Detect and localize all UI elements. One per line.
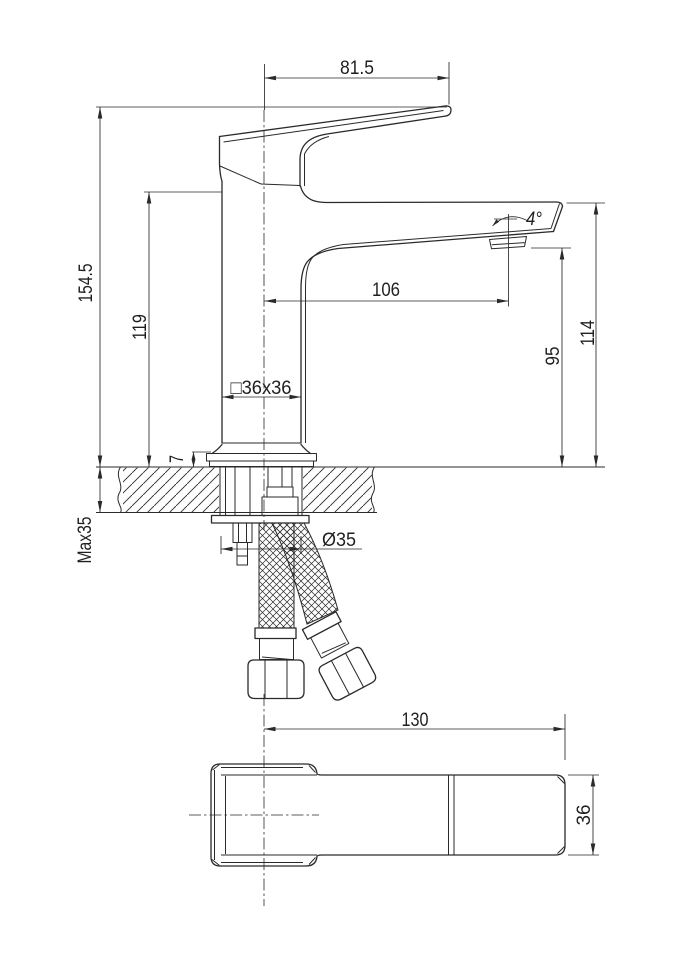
aerator bbox=[489, 236, 527, 250]
side-view-faucet bbox=[206, 105, 564, 467]
corner-chamfers bbox=[211, 764, 565, 866]
dim-spout-reach-label: 106 bbox=[372, 280, 400, 301]
dim-max-deck-thickness-label: Max35 bbox=[75, 517, 96, 564]
hose-hex-nut bbox=[247, 659, 305, 700]
lever-handle bbox=[218, 105, 452, 444]
dim-total-height-label: 154.5 bbox=[76, 264, 97, 303]
dim-body-width-label: 36 bbox=[574, 805, 595, 826]
mounting-deck bbox=[96, 466, 605, 566]
dim-body-section-label: □36x36 bbox=[231, 378, 292, 399]
dim-handle-projection-label: 81.5 bbox=[340, 58, 374, 79]
dim-spout-angle-label: 4° bbox=[526, 209, 542, 230]
deck-break-right bbox=[370, 466, 375, 513]
dim-overall-length-label: 130 bbox=[402, 710, 429, 731]
hose-hex-nut bbox=[318, 646, 377, 701]
deck-break-left bbox=[117, 466, 122, 513]
locknut bbox=[210, 514, 310, 524]
deck-hatch-left bbox=[123, 467, 219, 512]
top-view-outline bbox=[210, 763, 566, 867]
dimension-lines bbox=[96, 62, 605, 856]
hose-ferrule bbox=[254, 627, 297, 640]
body-seam bbox=[448, 775, 455, 855]
top-view-faucet bbox=[210, 763, 566, 867]
dim-spout-height-label: 114 bbox=[578, 320, 599, 346]
deck-hatch-right bbox=[303, 467, 372, 512]
dim-body-height-label: 119 bbox=[130, 314, 151, 340]
dim-base-height-label: 7 bbox=[167, 455, 188, 463]
centerlines bbox=[189, 110, 319, 906]
base-escutcheon bbox=[206, 442, 317, 467]
dim-hole-diameter-label: Ø35 bbox=[322, 530, 356, 551]
dimension-labels: 81.5 154.5 119 106 95 114 4° □36x36 7 Ma… bbox=[75, 58, 599, 826]
threaded-stud bbox=[232, 522, 253, 566]
spout bbox=[299, 185, 564, 444]
flexible-hoses bbox=[247, 522, 377, 701]
dim-aerator-height-label: 95 bbox=[543, 347, 564, 366]
